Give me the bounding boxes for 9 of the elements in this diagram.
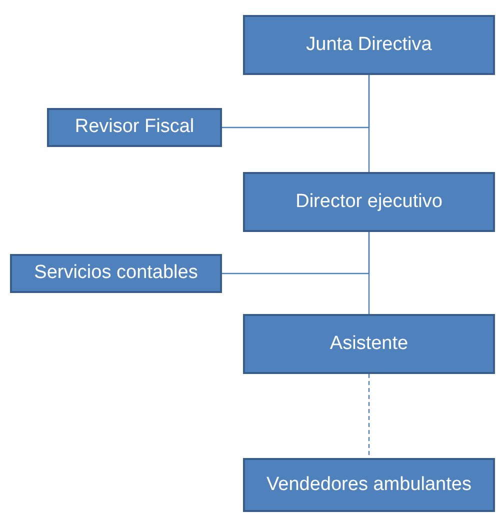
org-box: Junta Directiva bbox=[243, 15, 495, 75]
org-box: Director ejecutivo bbox=[243, 172, 495, 232]
connector-line bbox=[222, 232, 370, 274]
org-box: Revisor Fiscal bbox=[47, 108, 222, 147]
connector-line bbox=[222, 75, 370, 128]
connector-line bbox=[368, 374, 370, 458]
org-box: Asistente bbox=[243, 314, 495, 374]
org-box: Vendedores ambulantes bbox=[243, 458, 495, 512]
org-box: Servicios contables bbox=[10, 254, 222, 293]
